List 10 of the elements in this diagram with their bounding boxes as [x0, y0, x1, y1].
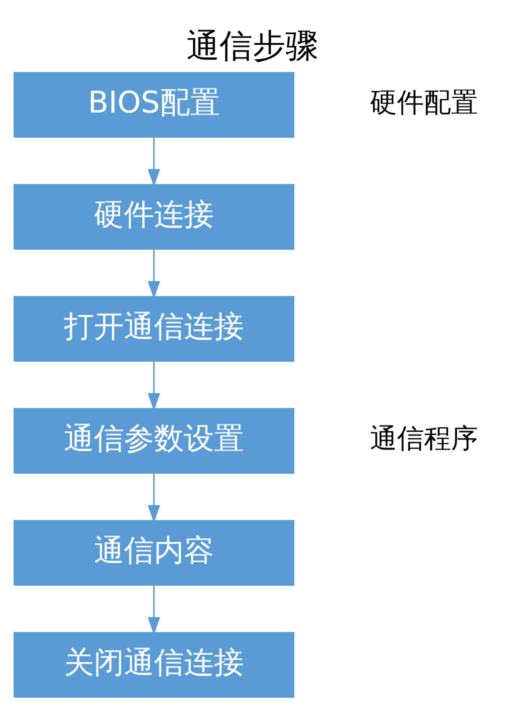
- node-box: 打开通信连接: [14, 296, 294, 362]
- diagram-title: 通信步骤: [186, 27, 318, 66]
- arrow: [148, 137, 160, 187]
- node-box: 通信内容: [14, 520, 294, 586]
- node-box: BIOS配置: [14, 72, 294, 138]
- node-box: 通信参数设置: [14, 408, 294, 474]
- label: 通信程序: [370, 423, 478, 454]
- label: 硬件配置: [370, 87, 478, 118]
- node-box: 关闭通信连接: [14, 632, 294, 698]
- node-box: 硬件连接: [14, 184, 294, 250]
